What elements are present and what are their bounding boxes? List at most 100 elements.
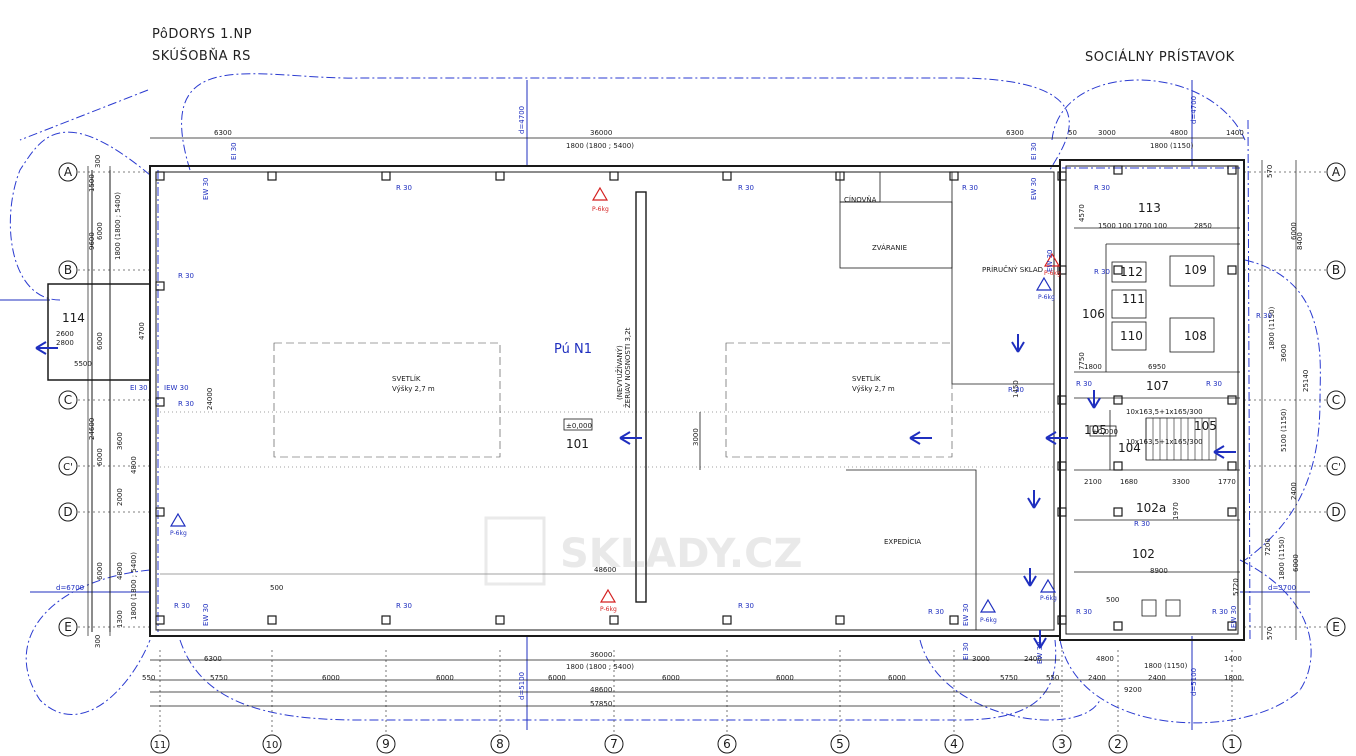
axis-label: E [1332,620,1340,634]
dim-annex-top-1: 50 [1068,129,1077,137]
dim-left-300a: 300 [94,155,102,168]
exit-arrow-icon [619,431,642,445]
column [609,615,619,625]
fire-extinguishers [169,186,1061,613]
dim-total-48600: 48600 [590,686,612,694]
dim-annex-top-3: 4800 [1170,129,1188,137]
room-108: 108 [1184,329,1207,343]
axis-circle [1326,162,1346,182]
dim-left-6000c: 6000 [96,448,104,466]
axis-label: C [1332,393,1340,407]
column [267,171,277,181]
fire-zone-left-radius [19,89,149,141]
fire-ew30-7: EW 30 [1046,250,1054,272]
extinguisher-icon [1039,578,1057,593]
fire-iew30: IEW 30 [164,384,189,392]
dim-114-b: 2800 [56,339,74,347]
dim-left-3600: 3600 [116,432,124,450]
dim-right-8400: 8400 [1296,232,1304,250]
exit-arrow-down-icon [1027,490,1041,509]
plan-title: PôDORYS 1.NP SKÚŠOBŇA RS [152,24,252,68]
dim-left-24600: 24600 [88,418,96,440]
label-cinovna: CÍNOVŇA [844,195,877,204]
axis-col: 1 [1222,734,1242,754]
ext-label-3: P-6kg [1044,270,1061,277]
dim-right-25140: 25140 [1302,370,1310,392]
axis-circle [1108,734,1128,754]
dim-hall-3000: 3000 [692,428,700,446]
exit-arrow-down-icon [1023,568,1037,587]
column [267,615,277,625]
dim-bay-1: 550 [142,674,155,682]
axis-circle [1052,734,1072,754]
column [1227,621,1237,631]
fire-zone-bottom-annex [1059,639,1301,724]
exit-arrow-icon [35,341,58,355]
dim-sklad-1450: 1450 [1012,380,1020,398]
ext-label-1: P-6kg [592,206,609,213]
dim-annex-bot-4: 1400 [1224,655,1242,663]
axis-circle [830,734,850,754]
column [1057,615,1067,625]
skylight-right [725,342,953,458]
column [1227,507,1237,517]
ext-label-6: P-6kg [1040,595,1057,602]
column [1113,461,1123,471]
extinguisher-icon [979,598,997,613]
axis-circle [1222,734,1242,754]
dim-bot-grid: 1800 (1800 ; 5400) [566,663,634,671]
fire-zone-bottom-left-annex [919,639,1101,721]
axis-label: A [1332,165,1341,179]
axis-circle [150,734,170,754]
fire-r30-12: R 30 [1094,268,1110,276]
dim-annex-500: 500 [1106,596,1119,604]
dim-right-5100: 5100 (1150) [1280,408,1288,452]
axis-label: 8 [496,737,504,751]
column [1057,171,1067,181]
column [1113,395,1123,405]
dim-right-6000b: 6000 [1292,554,1300,572]
fire-r30-15: R 30 [1206,380,1222,388]
room-108-box [1169,317,1215,353]
room-112: 112 [1120,265,1143,279]
axis-label: D [1331,505,1340,519]
axis-circle [58,456,78,476]
column [1057,395,1067,405]
dim-annex-bot2-2: 2400 [1148,674,1166,682]
dim-left-6000d: 6000 [96,562,104,580]
column [1227,395,1237,405]
dim-114-c: 5500 [74,360,92,368]
dim-bay-5: 6000 [548,674,566,682]
fire-ew30-2: EW 30 [1030,178,1038,200]
fire-ei30-3: EI 30 [962,642,970,660]
dim-right-6000a: 6000 [1290,222,1298,240]
column [1113,621,1123,631]
dim-right-grid-b: 1800 (1150) [1278,536,1286,580]
label-skylight-left-h: Výšky 2,7 m [392,385,435,393]
extinguisher-labels: P-6kg P-6kg P-6kg [592,206,1061,613]
column [1113,165,1123,175]
axis-col: 9 [376,734,396,754]
distance-labels: d=4700 d=4700 d=6700 d=3700 d=5100 d=510… [56,96,1296,700]
extinguisher-icon [591,186,609,201]
axis-label: 6 [723,737,731,751]
dim-annex-2100: 2100 [1084,478,1102,486]
exit-arrow-icon [1213,445,1236,459]
axis-circle [717,734,737,754]
fire-ew30-4: EW 30 [962,604,970,626]
axis-circle [1326,617,1346,637]
fire-zone-right-edge [1247,119,1251,641]
dim-left-4800a: 4800 [130,456,138,474]
axis-label: 4 [950,737,958,751]
annex-inner-wall [1065,165,1239,635]
room-113: 113 [1138,201,1161,215]
column [155,615,165,625]
label-d-top: d=4700 [518,106,526,134]
dim-top-right: 6300 [1006,129,1024,137]
ext-label-5: P-6kg [1038,294,1055,301]
column [495,171,505,181]
dim-114-a: 2600 [56,330,74,338]
label-d-left: d=6700 [56,584,84,592]
dim-right-7200: 7200 [1264,538,1272,556]
